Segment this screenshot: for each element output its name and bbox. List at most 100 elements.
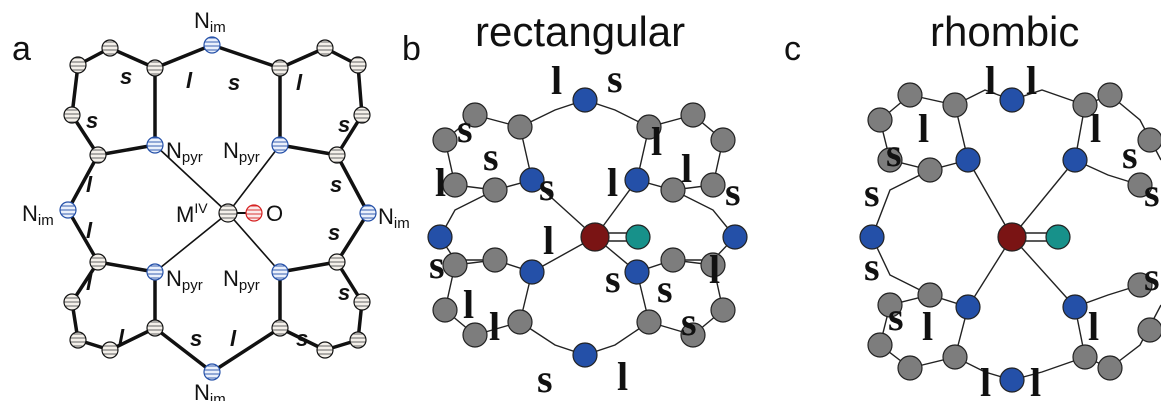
bond-label: s [330, 172, 342, 197]
nitrogen-atom [1062, 147, 1088, 173]
carbon-atom [482, 247, 508, 273]
carbon-atom [507, 114, 533, 140]
carbon-atom [462, 102, 488, 128]
bond-label: s [483, 134, 499, 179]
bond-label: s [296, 326, 308, 351]
bond-label: l [296, 70, 303, 95]
panel-letter-a: a [12, 30, 31, 68]
carbon-atom [271, 319, 289, 337]
bond-label: l [1090, 106, 1101, 151]
bond-label: s [338, 112, 350, 137]
bond-label: l [463, 282, 474, 327]
bond-label: s [86, 108, 98, 133]
nitrogen-atom [427, 224, 453, 250]
carbon-atom [462, 322, 488, 348]
carbon-atom [877, 147, 903, 173]
bond-label: s [338, 280, 350, 305]
carbon-atom [89, 146, 107, 164]
carbon-atom [1097, 355, 1123, 381]
carbon-atom [442, 252, 468, 278]
bond-label: s [190, 326, 202, 351]
carbon-atom [328, 146, 346, 164]
carbon-atom [917, 157, 943, 183]
carbon-atom [69, 331, 87, 349]
nitrogen-atom [271, 136, 289, 154]
carbon-atom [1137, 317, 1161, 343]
carbon-atom [700, 172, 726, 198]
carbon-atom [432, 127, 458, 153]
bond-label: l [118, 325, 125, 350]
atom-label-n-im: Nim [22, 201, 54, 229]
bond-label: s [864, 170, 880, 215]
carbon-atom [867, 332, 893, 358]
bond-label: l [681, 146, 692, 191]
atom-label-n-pyr: Npyr [166, 138, 203, 166]
bond-label: l [186, 68, 193, 93]
nitrogen-atom [624, 259, 650, 285]
carbon-atom [316, 341, 334, 359]
carbon-atom [353, 293, 371, 311]
carbon-atom [101, 341, 119, 359]
bond-label: l [980, 360, 991, 401]
carbon-atom [349, 56, 367, 74]
carbon-atom [660, 177, 686, 203]
bond-label: l [86, 218, 93, 243]
bond-label: s [864, 244, 880, 289]
carbon-atom [942, 92, 968, 118]
carbon-atom [636, 114, 662, 140]
metal-atom [218, 203, 238, 223]
bond-label: l [922, 304, 933, 349]
atom-label-n-pyr: Npyr [223, 266, 260, 294]
nitrogen-atom [999, 87, 1025, 113]
carbon-atom [710, 127, 736, 153]
atom-label-n-im: Nim [194, 8, 226, 36]
bond-label: l [86, 270, 93, 295]
atom-label-n-im: Nim [378, 204, 410, 232]
nitrogen-atom [203, 363, 221, 381]
rhombic-structure-diagram: l l s l l s s s s s l s l l l [859, 58, 1161, 401]
bond-label: s [120, 64, 132, 89]
nitrogen-atom [722, 224, 748, 250]
carbon-atom [1137, 127, 1161, 153]
nitrogen-atom [146, 136, 164, 154]
panel-a: a [0, 0, 420, 401]
panel-title-rectangular: rectangular [475, 8, 686, 55]
bond-label: s [886, 130, 902, 175]
carbon-atom [328, 253, 346, 271]
carbon-atom [700, 252, 726, 278]
bond-label: s [725, 169, 741, 214]
atom-label-n-im: Nim [194, 380, 226, 401]
carbon-atom [710, 297, 736, 323]
carbon-atom [507, 309, 533, 335]
bond-label: l [230, 326, 237, 351]
oxygen-atom [625, 224, 651, 250]
ortep-structure: Nim Nim Nim Nim Npyr Npyr Npyr Npyr MIV … [22, 8, 410, 401]
carbon-atom [680, 102, 706, 128]
nitrogen-atom [1062, 294, 1088, 320]
carbon-atom [680, 322, 706, 348]
carbon-atom [89, 253, 107, 271]
carbon-atom [877, 292, 903, 318]
panel-c: c rhombic [780, 0, 1161, 401]
bond-label: s [539, 164, 555, 209]
panel-letter-c: c [784, 30, 801, 68]
nitrogen-atom [624, 167, 650, 193]
bond-label: l [985, 58, 996, 103]
carbon-atom [1072, 92, 1098, 118]
nitrogen-atom [572, 342, 598, 368]
carbon-atom [867, 107, 893, 133]
bond-label: l [1030, 360, 1041, 401]
bond-label: s [537, 356, 553, 401]
bond-label: l [435, 160, 446, 205]
bond-label: l [551, 58, 562, 103]
bond-label: s [605, 256, 621, 301]
bond-label: s [657, 266, 673, 311]
carbon-atom [1127, 272, 1153, 298]
carbon-atom [271, 59, 289, 77]
panel-b: b rectangular [395, 0, 775, 401]
bond-label: s [681, 299, 697, 344]
oxygen-atom [1045, 224, 1071, 250]
carbon-atom [482, 177, 508, 203]
carbon-atom [1072, 344, 1098, 370]
panel-title-rhombic: rhombic [930, 8, 1080, 55]
